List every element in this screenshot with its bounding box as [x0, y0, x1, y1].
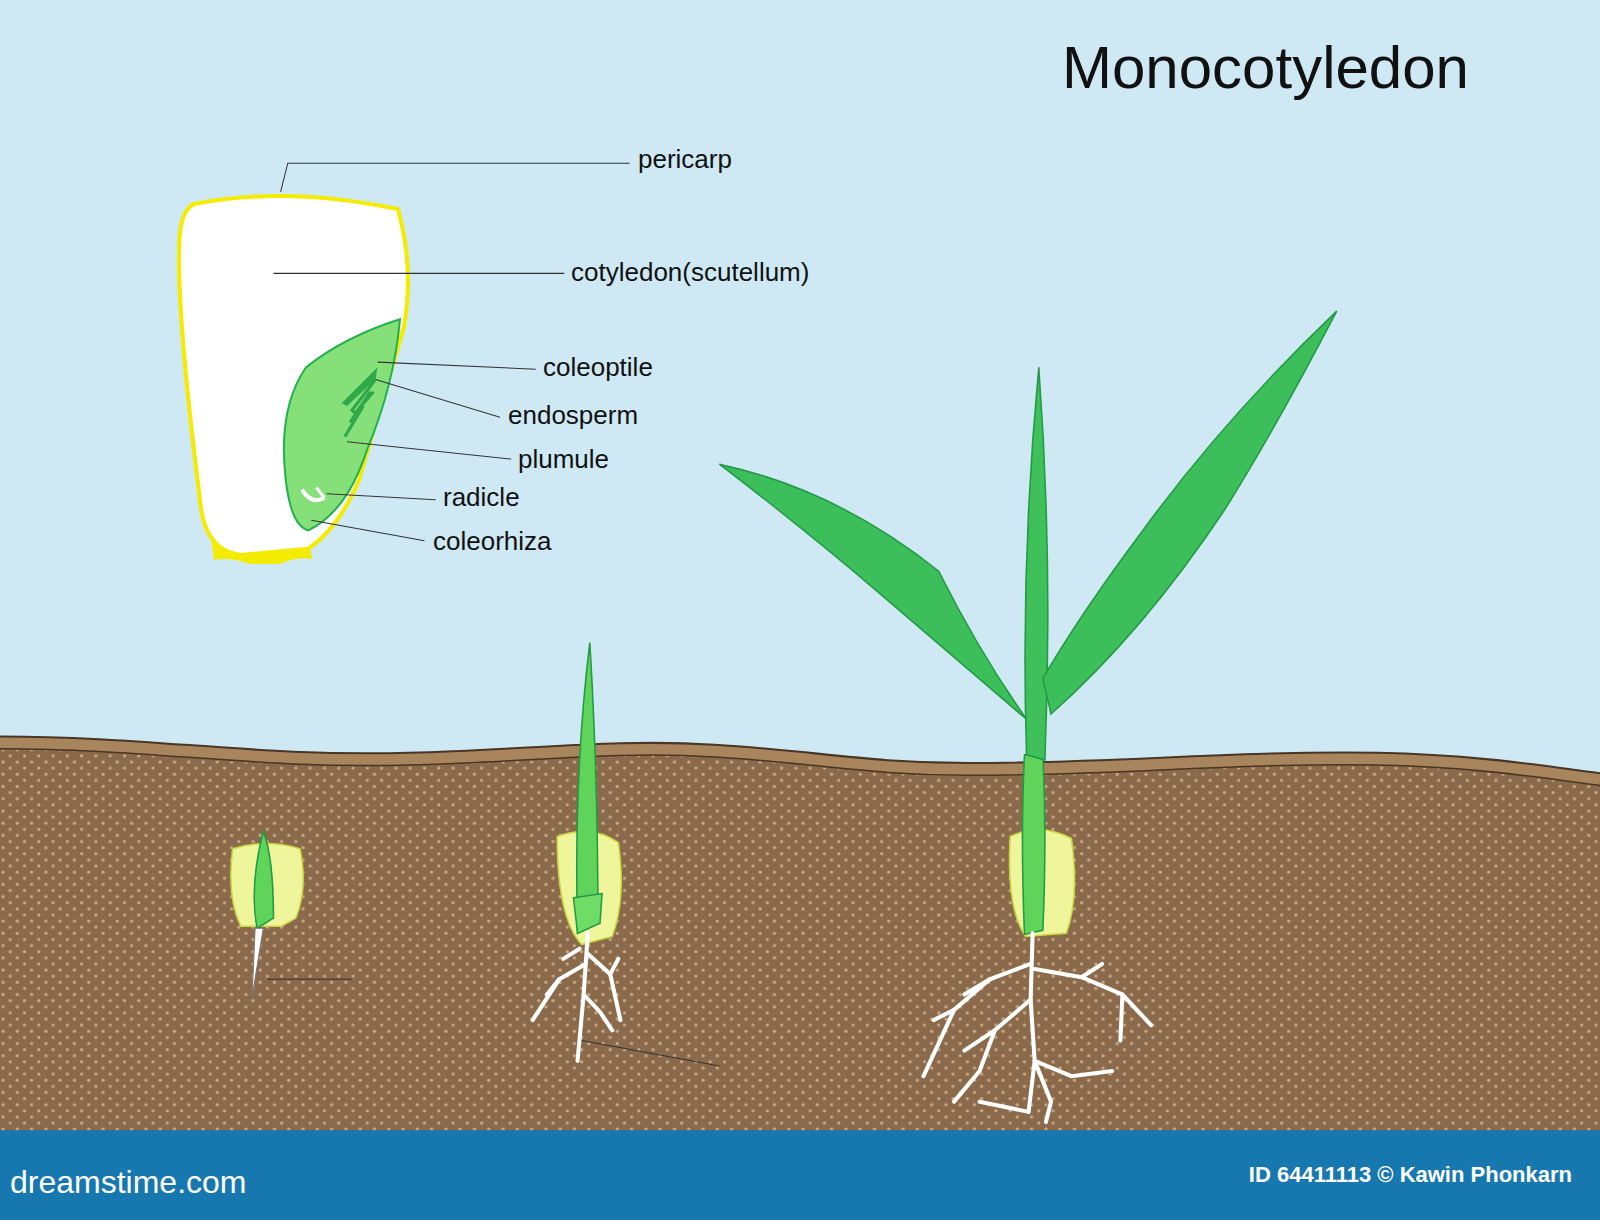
leader-lines — [267, 163, 719, 1066]
watermark: ID 64411113 © Kawin Phonkarn — [1249, 1162, 1572, 1188]
seed-section — [179, 196, 408, 564]
watermark: dreamstime.com — [10, 1163, 247, 1201]
part-label: coleorhiza — [433, 526, 552, 557]
part-label: endosperm — [508, 400, 638, 431]
seedling-2 — [533, 643, 622, 1061]
footer-bar — [0, 1130, 1600, 1220]
part-label: radicle — [443, 482, 520, 513]
seedling-3 — [719, 311, 1336, 1122]
soil — [0, 736, 1600, 1132]
seedling-1 — [231, 831, 303, 997]
soil-line — [0, 736, 1600, 773]
part-label: pericarp — [638, 144, 732, 175]
soil-dots — [0, 750, 1600, 1133]
diagram-title: Monocotyledon — [1062, 32, 1469, 104]
part-label: plumule — [518, 444, 609, 475]
soil-line — [0, 749, 1600, 786]
part-label: cotyledon(scutellum) — [571, 257, 809, 288]
part-label: coleoptile — [543, 352, 653, 383]
